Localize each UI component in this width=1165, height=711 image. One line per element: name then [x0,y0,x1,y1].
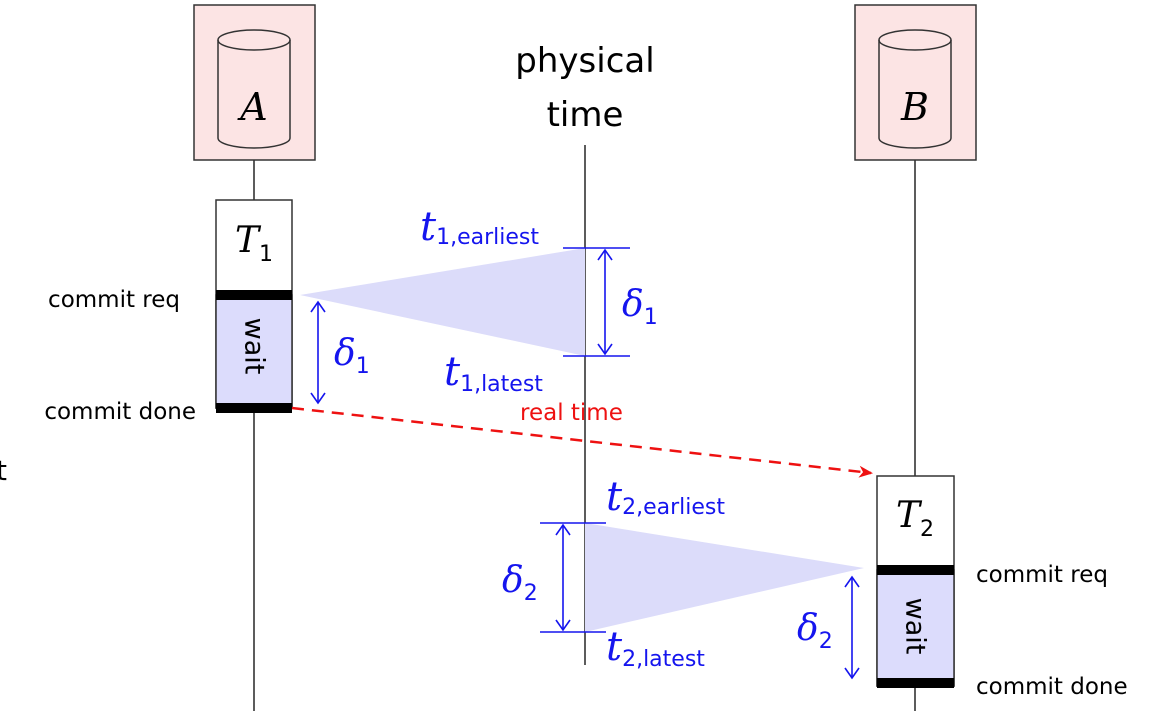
t1-wait-label: wait [239,318,270,375]
commit-req-bar [216,290,292,300]
transaction-t1: T1 wait [215,199,293,413]
edge-text-fragment: t [0,454,7,487]
t2-label: T2 [896,495,934,542]
t2-wait-label: wait [900,598,931,655]
interval-2-delta-arrow [555,523,571,632]
title-line-2: time [547,95,624,135]
real-time-label: real time [520,400,623,426]
t2-commit-req-label: commit req [976,562,1108,588]
wait-region [876,569,955,687]
wait-region [215,294,293,409]
interval-2-shade [585,523,864,632]
t1-delta-label: δ1 [334,333,370,379]
t1-delta-arrow [310,300,326,405]
node-a: A [193,4,316,161]
database-icon [217,29,291,149]
real-time-arrow [291,406,873,478]
t1-earliest-label: t1,earliest [420,204,539,250]
t2-delta-label: δ2 [797,608,833,654]
t2-delta-arrow [844,575,860,680]
t1-commit-done-label: commit done [44,399,196,425]
database-icon [878,29,952,149]
node-b: B [854,4,977,161]
interval-1-delta-label: δ1 [622,284,658,330]
node-b-label: B [900,85,929,129]
interval-1-shade [300,248,585,356]
t2-earliest-label: t2,earliest [606,474,725,520]
t2-latest-label: t2,latest [606,624,705,672]
t1-latest-label: t1,latest [444,349,543,397]
t2-commit-done-label: commit done [976,674,1128,700]
title-line-1: physical [515,41,654,81]
commit-req-bar [877,565,954,575]
t1-commit-req-label: commit req [48,287,180,313]
interval-1-delta-arrow [597,248,613,356]
commit-done-bar [877,678,954,688]
interval-2-delta-label: δ2 [502,560,538,606]
node-a-label: A [237,85,267,129]
transaction-t2: T2 wait [876,475,955,688]
t1-label: T1 [235,220,273,267]
commit-done-bar [216,403,292,413]
